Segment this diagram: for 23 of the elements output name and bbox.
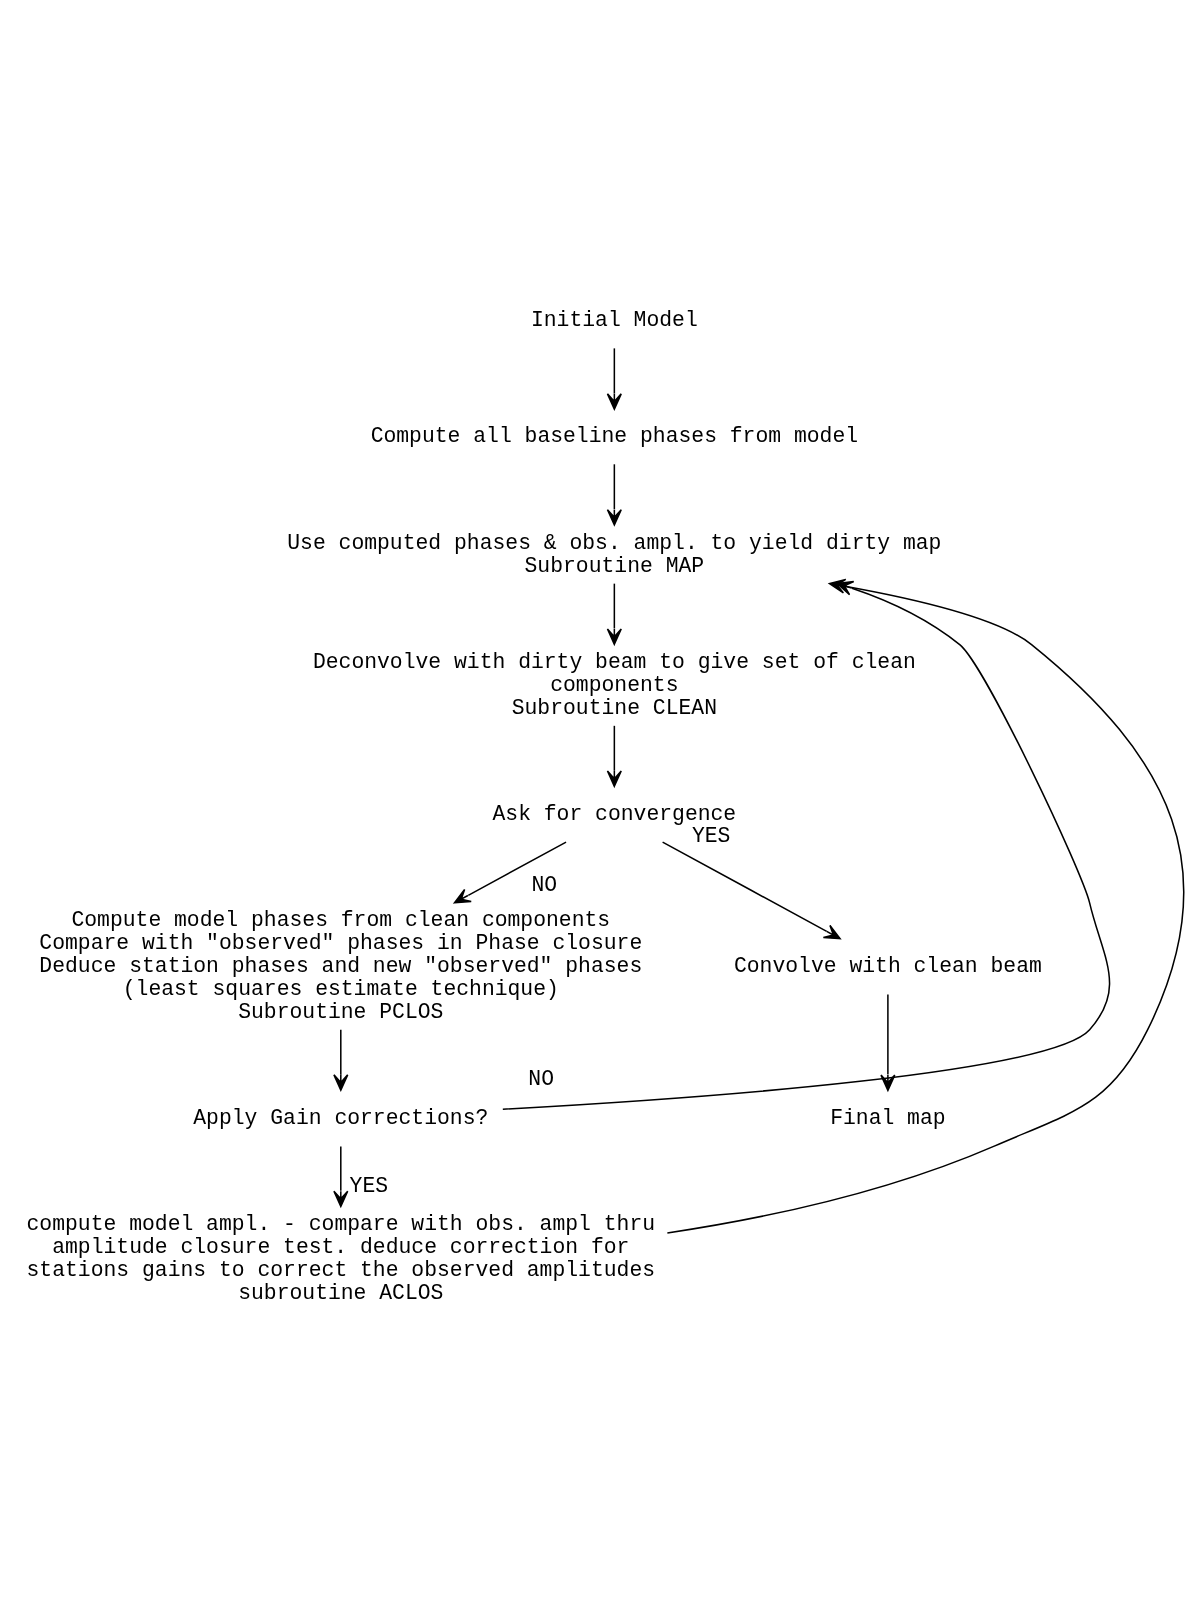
arrow xyxy=(333,1145,349,1208)
node-text: Compute all baseline phases from model xyxy=(370,424,859,449)
node-text: Use computed phases & obs. ampl. to yield dirty map Subroutine MAP xyxy=(287,530,942,578)
node-text: Ask for convergence xyxy=(492,801,737,826)
node-text: Compute model phases from clean components Compare with "observed" phases in Phase closure Deduce station phases and new "observed" phases (least squares estimate technique) Subroutine PCLOS xyxy=(39,908,643,1024)
node-text: Convolve with clean beam xyxy=(733,953,1042,978)
arrow xyxy=(606,582,622,646)
arrow xyxy=(453,841,567,904)
node-text: Final map xyxy=(830,1105,946,1130)
node-text: Apply Gain corrections? xyxy=(193,1105,489,1130)
edge-label: NO xyxy=(528,1066,554,1091)
node-text: Deconvolve with dirty beam to give set of clean components Subroutine CLEAN xyxy=(312,649,916,720)
arrow xyxy=(880,993,896,1092)
arrow xyxy=(333,1028,349,1091)
arrow xyxy=(661,841,841,940)
arrow xyxy=(606,347,622,410)
edge-label: NO xyxy=(531,873,558,898)
edge-label: YES xyxy=(349,1174,389,1199)
node-text: Initial Model xyxy=(530,308,698,333)
edge-label: YES xyxy=(691,824,731,849)
node-text: compute model ampl. - compare with obs. ampl thru amplitude closure test. deduce correction for stations gains to correct the observed amplitudes subroutine ACLOS xyxy=(26,1212,656,1305)
arrow xyxy=(606,725,622,788)
arrow xyxy=(606,463,622,526)
